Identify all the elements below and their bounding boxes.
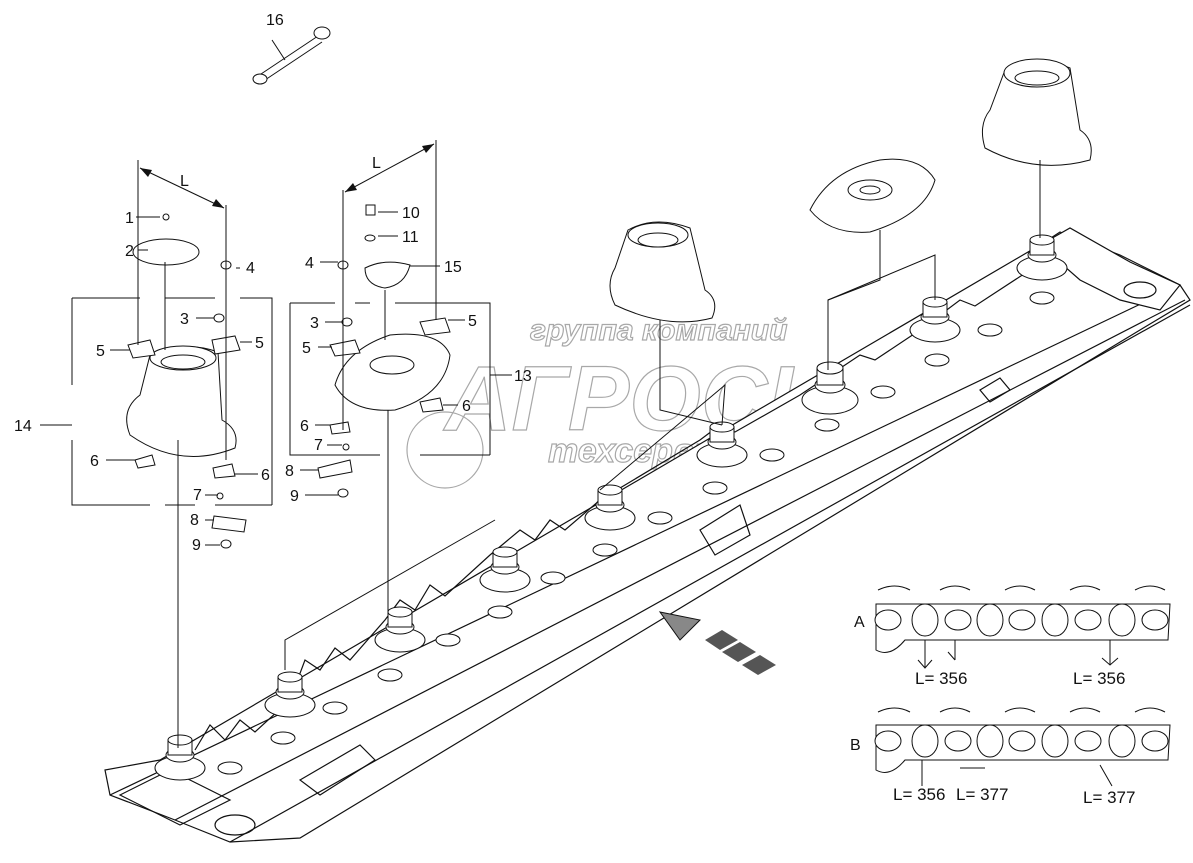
callout-11: 11 bbox=[402, 229, 419, 246]
inset-a-dim-1: L= 356 bbox=[915, 669, 967, 688]
callout-5c: 5 bbox=[302, 340, 311, 357]
callout-1: 1 bbox=[125, 210, 134, 227]
drum-cone-middle bbox=[609, 221, 716, 323]
hub-5 bbox=[584, 484, 636, 531]
wrench-16 bbox=[252, 26, 331, 85]
callout-labels: 1 2 4 3 5 5 6 6 7 8 9 14 4 3 5 6 7 8 9 1… bbox=[14, 12, 532, 554]
callout-7: 7 bbox=[193, 487, 202, 504]
inset-a bbox=[874, 585, 1171, 669]
leader-lines bbox=[40, 39, 1041, 748]
callout-6: 6 bbox=[90, 453, 99, 470]
inset-b-dim-3: L= 377 bbox=[1083, 788, 1135, 807]
callout-4: 4 bbox=[246, 260, 255, 277]
hub-7 bbox=[801, 361, 859, 415]
callout-8b: 8 bbox=[285, 463, 294, 480]
cutting-disc-upper bbox=[809, 158, 936, 233]
callout-2: 2 bbox=[125, 243, 134, 260]
callout-8: 8 bbox=[190, 512, 199, 529]
callout-7b: 7 bbox=[314, 437, 323, 454]
callout-13: 13 bbox=[514, 368, 532, 385]
inset-a-dim-2: L= 356 bbox=[1073, 669, 1125, 688]
callout-9b: 9 bbox=[290, 488, 299, 505]
callout-5: 5 bbox=[96, 343, 105, 360]
callout-6c: 6 bbox=[300, 418, 309, 435]
travel-direction-arrow bbox=[658, 611, 776, 675]
hub-8 bbox=[909, 296, 961, 343]
callout-16: 16 bbox=[266, 12, 284, 29]
inset-b-dim-2: L= 377 bbox=[956, 785, 1008, 804]
hub-6 bbox=[696, 421, 748, 468]
callout-6b: 6 bbox=[261, 467, 270, 484]
inset-a-discs bbox=[874, 603, 1169, 637]
dimension-l-left: L bbox=[180, 173, 189, 190]
disc-assembly-13 bbox=[317, 204, 451, 498]
callout-3: 3 bbox=[180, 311, 189, 328]
inset-b-dim-1: L= 356 bbox=[893, 785, 945, 804]
callout-10: 10 bbox=[402, 205, 420, 222]
dimension-arrows bbox=[140, 144, 434, 208]
callout-5b: 5 bbox=[255, 335, 264, 352]
exploded-parts bbox=[126, 26, 1092, 549]
callout-5d: 5 bbox=[468, 313, 477, 330]
hub-9 bbox=[1016, 234, 1068, 281]
dimension-l-right: L bbox=[372, 155, 381, 172]
hub-3 bbox=[374, 606, 426, 653]
hub-1 bbox=[154, 734, 206, 781]
inset-b bbox=[874, 707, 1171, 787]
drum-assembly-14 bbox=[126, 213, 247, 549]
callout-3b: 3 bbox=[310, 315, 319, 332]
drum-cone-right bbox=[981, 58, 1092, 166]
hub-4 bbox=[479, 546, 531, 593]
inset-b-label: B bbox=[850, 737, 861, 754]
cutter-hubs bbox=[154, 234, 1068, 781]
inset-b-discs bbox=[874, 724, 1169, 758]
hub-2 bbox=[264, 671, 316, 718]
callout-9: 9 bbox=[192, 537, 201, 554]
watermark-gear-icon bbox=[406, 411, 484, 489]
inset-a-label: A bbox=[854, 614, 865, 631]
callout-6d: 6 bbox=[462, 398, 471, 415]
callout-14: 14 bbox=[14, 418, 32, 435]
callout-4b: 4 bbox=[305, 255, 314, 272]
callout-15: 15 bbox=[444, 259, 462, 276]
